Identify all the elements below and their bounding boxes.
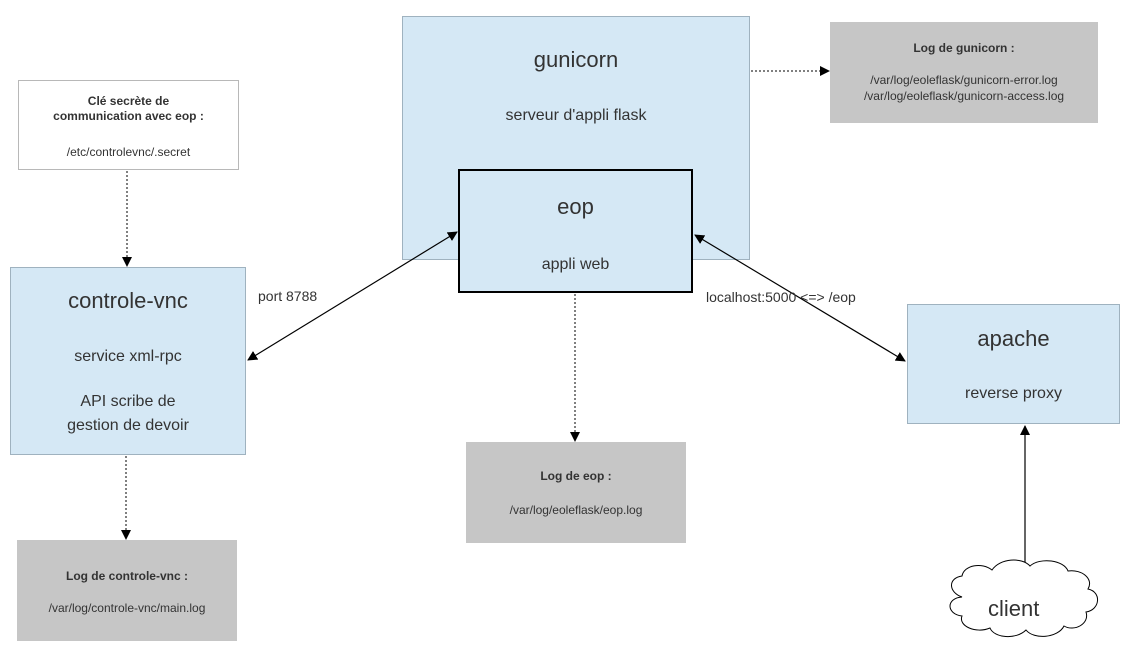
secret-key-box: Clé secrète de communication avec eop : … xyxy=(18,80,239,170)
client-cloud-shape xyxy=(949,559,1098,637)
gunicorn-log-box: Log de gunicorn : /var/log/eoleflask/gun… xyxy=(830,22,1098,123)
controle-vnc-title: controle-vnc xyxy=(68,288,188,313)
gunicorn-subtitle: serveur d'appli flask xyxy=(505,107,647,124)
apache-box: apache reverse proxy xyxy=(907,304,1120,424)
gunicorn-title: gunicorn xyxy=(533,47,619,72)
eop-log-path: /var/log/eoleflask/eop.log xyxy=(509,503,643,517)
controle-vnc-log-title: Log de controle-vnc : xyxy=(65,569,188,583)
controle-vnc-subtitle: service xml-rpc xyxy=(74,348,182,365)
eop-apache-link xyxy=(694,234,906,362)
eop-title: eop xyxy=(557,194,594,219)
eop-box: eop appli web xyxy=(458,169,693,293)
eop-subtitle: appli web xyxy=(541,256,610,273)
localhost-mapping-label: localhost:5000 <=> /eop xyxy=(706,289,856,305)
secret-key-title-line1: Clé secrète de xyxy=(87,94,170,108)
gunicorn-log-error-path: /var/log/eoleflask/gunicorn-error.log xyxy=(870,73,1058,87)
secret-key-path: /etc/controlevnc/.secret xyxy=(66,145,191,159)
apache-title: apache xyxy=(977,326,1050,351)
controle-vnc-log-path: /var/log/controle-vnc/main.log xyxy=(48,601,206,615)
controle-vnc-desc-line2: gestion de devoir xyxy=(67,417,189,434)
controle-vnc-log-box: Log de controle-vnc : /var/log/controle-… xyxy=(17,540,237,641)
eop-log-box: Log de eop : /var/log/eoleflask/eop.log xyxy=(466,442,686,543)
secret-key-title-line2: communication avec eop : xyxy=(53,109,204,123)
controle-vnc-desc-line1: API scribe de xyxy=(80,393,176,410)
controle-vnc-box: controle-vnc service xml-rpc API scribe … xyxy=(10,267,246,455)
client-label: client xyxy=(988,596,1040,621)
gunicorn-log-title: Log de gunicorn : xyxy=(913,41,1015,55)
gunicorn-log-access-path: /var/log/eoleflask/gunicorn-access.log xyxy=(863,89,1065,103)
controle-vnc-eop-link xyxy=(247,231,458,361)
port-label: port 8788 xyxy=(258,288,318,304)
apache-subtitle: reverse proxy xyxy=(965,385,1062,402)
eop-log-title: Log de eop : xyxy=(540,469,612,483)
